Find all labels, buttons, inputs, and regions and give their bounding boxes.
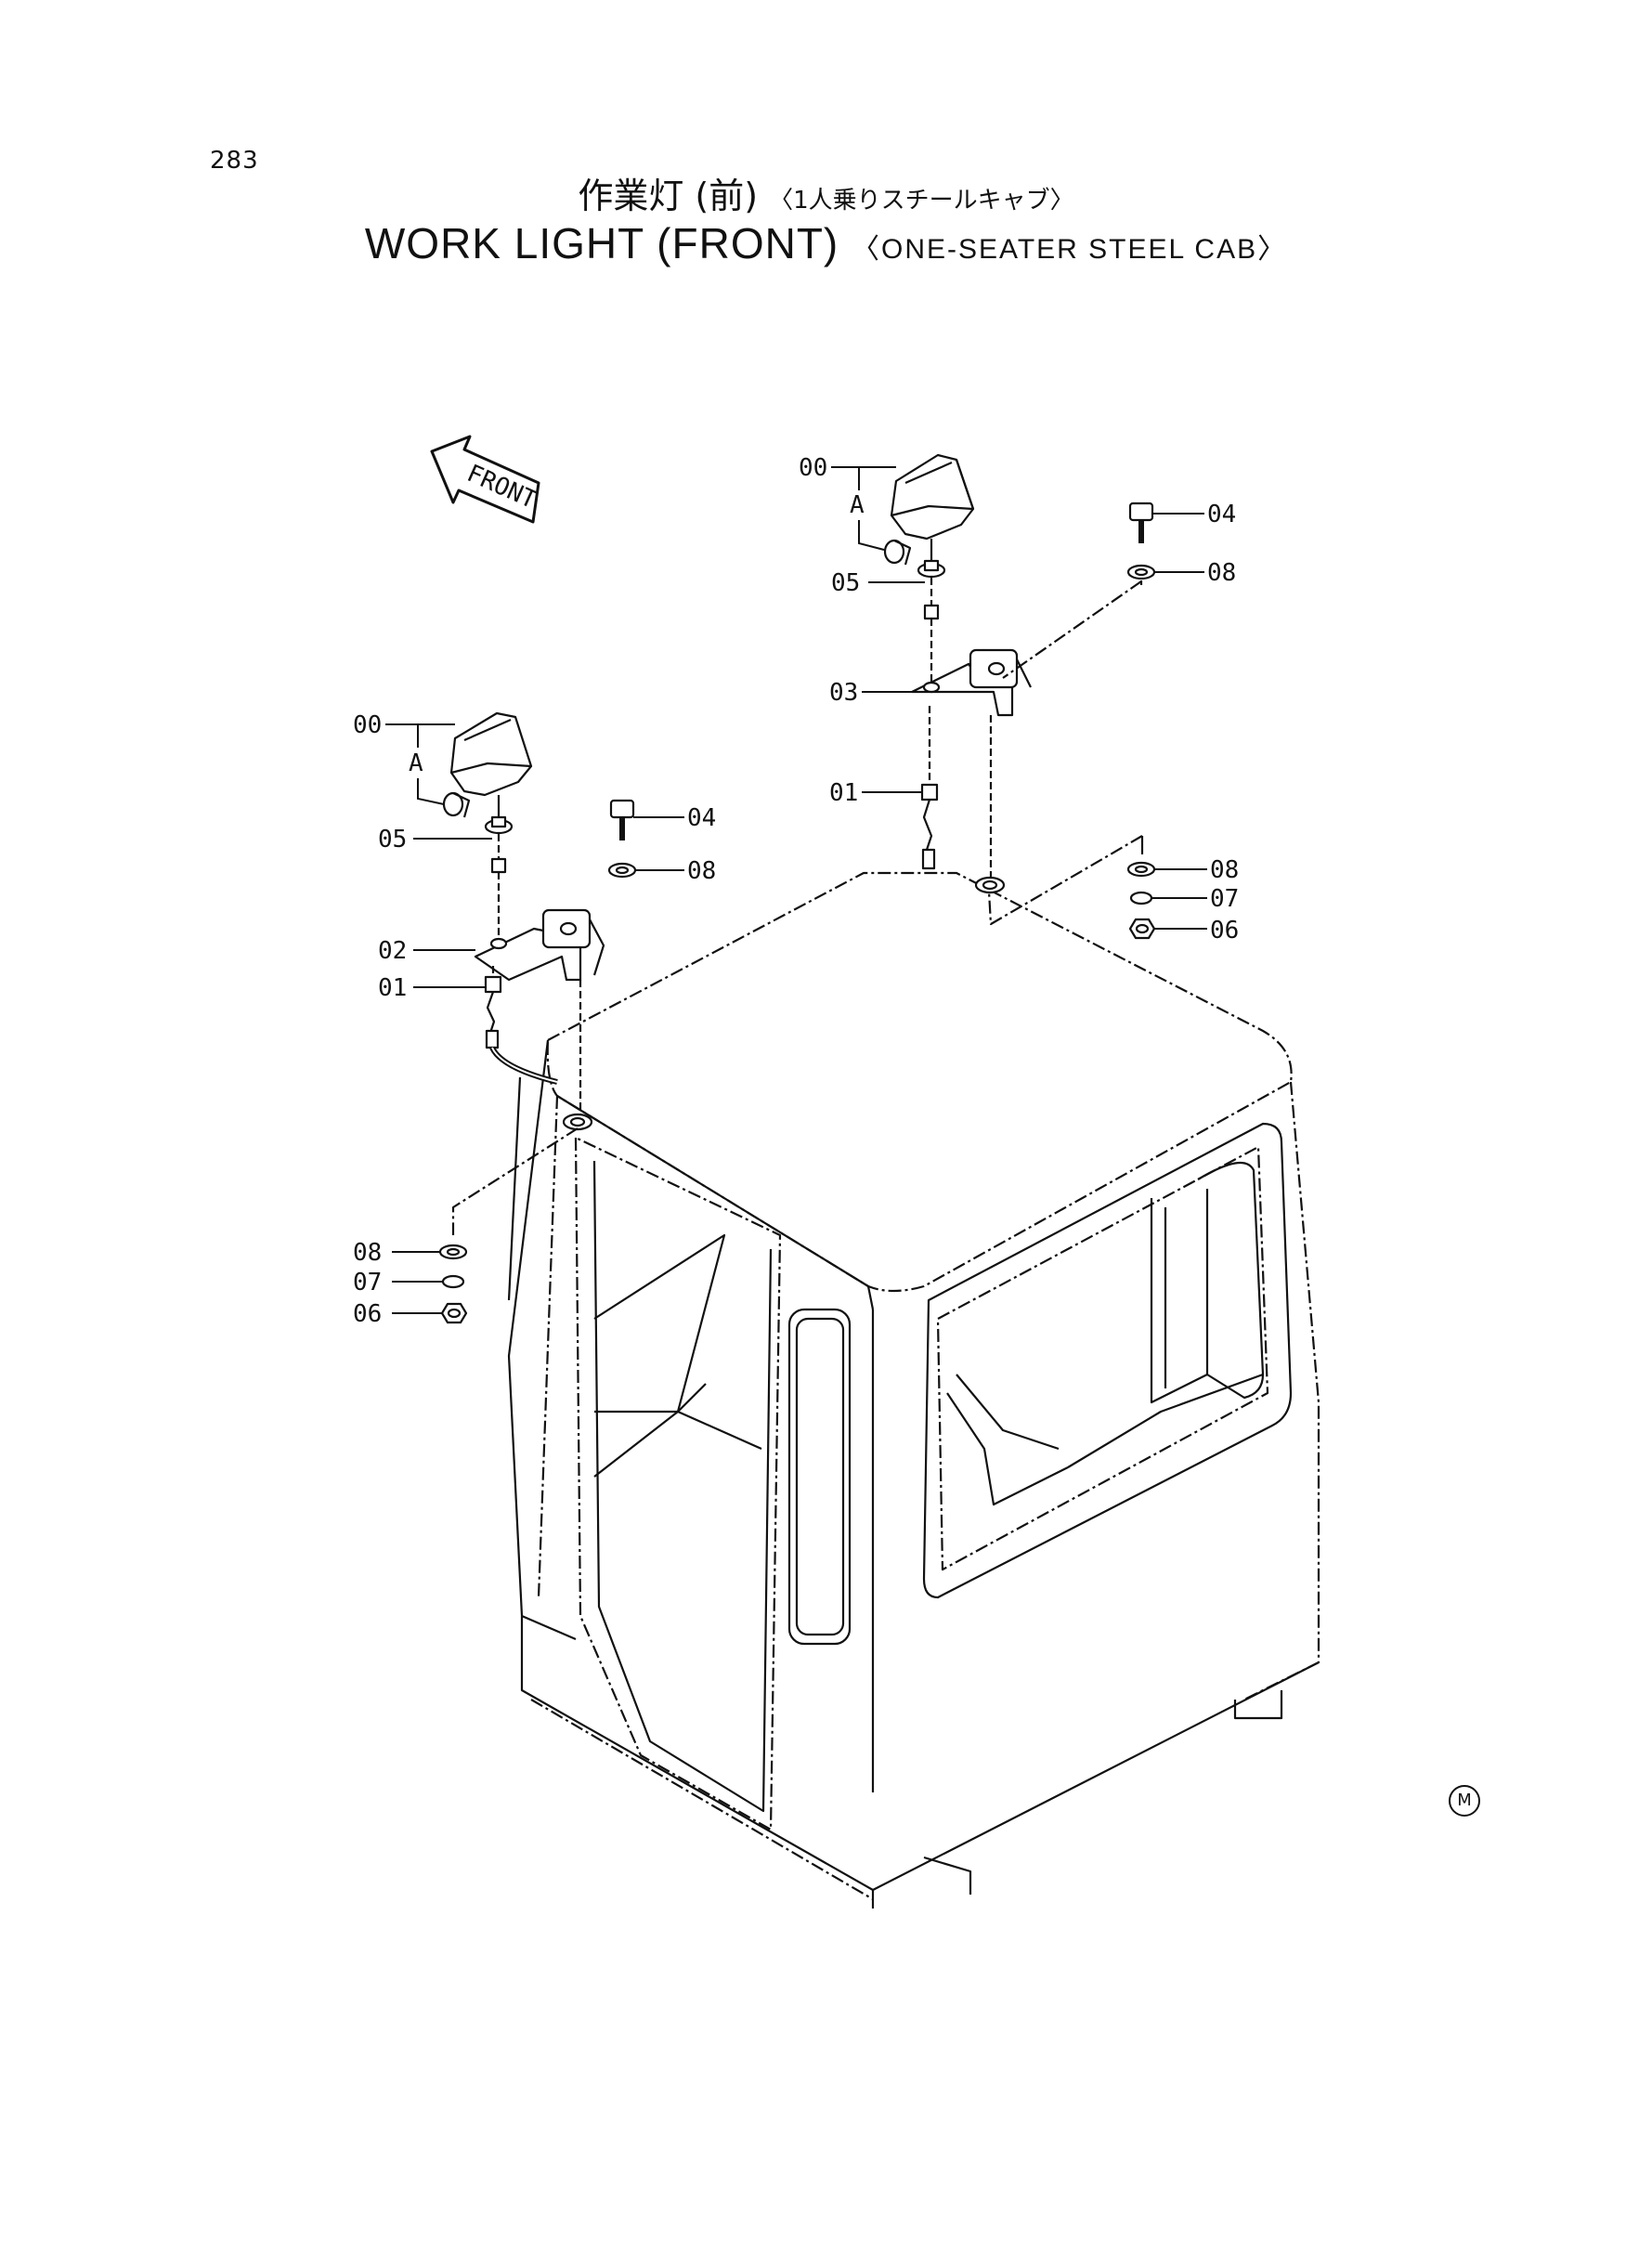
callout-00-left: 00 xyxy=(353,711,382,739)
title-en-subtitle: 〈ONE-SEATER STEEL CAB〉 xyxy=(852,234,1288,265)
callout-05-right: 05 xyxy=(831,569,860,597)
title-en-main: WORK LIGHT (FRONT) xyxy=(364,219,839,267)
callout-06-left: 06 xyxy=(353,1300,382,1328)
left-work-light-assembly xyxy=(438,711,637,1324)
callout-leaders xyxy=(385,466,1207,1314)
callout-00-right: 00 xyxy=(799,454,827,482)
callout-08-left-top: 08 xyxy=(687,857,716,885)
title-jp-main: 作業灯 (前) xyxy=(578,176,759,216)
callout-05-left: 05 xyxy=(378,826,407,853)
callout-08-left: 08 xyxy=(353,1239,382,1267)
callout-08-right-top: 08 xyxy=(1207,559,1236,587)
callout-numbers: 00 A 05 03 01 04 08 08 07 06 00 A 05 04 … xyxy=(353,454,1239,1328)
detail-a-right: A xyxy=(850,491,865,519)
front-direction-arrow: FRONT xyxy=(430,435,540,524)
right-bolt-04 xyxy=(1128,502,1154,522)
detail-a-left: A xyxy=(409,749,423,777)
callout-01-right: 01 xyxy=(829,779,858,807)
callout-07-right: 07 xyxy=(1210,885,1239,913)
callout-04-right: 04 xyxy=(1207,501,1236,528)
cab-body xyxy=(507,871,1320,1909)
right-work-light-assembly xyxy=(883,453,1156,940)
page-number: 283 xyxy=(210,147,259,175)
callout-02: 02 xyxy=(378,937,407,965)
callout-04-left: 04 xyxy=(687,804,716,832)
manual-mark-icon: M xyxy=(1449,1785,1480,1817)
right-work-light-lamp xyxy=(890,453,975,541)
left-harness-connector-01 xyxy=(484,975,502,994)
callout-07-left: 07 xyxy=(353,1269,382,1296)
callout-08-right: 08 xyxy=(1210,856,1239,884)
left-lock-washer-07 xyxy=(441,1274,465,1289)
left-bolt-04 xyxy=(609,799,635,819)
title-japanese: 作業灯 (前) 〈1人乗りスチールキャブ〉 xyxy=(0,167,1652,218)
title-jp-subtitle: 〈1人乗りスチールキャブ〉 xyxy=(769,187,1074,215)
callout-01-left: 01 xyxy=(378,974,407,1002)
right-lock-washer-07 xyxy=(1129,891,1153,905)
title-english: WORK LIGHT (FRONT) 〈ONE-SEATER STEEL CAB… xyxy=(0,218,1652,268)
left-work-light-lamp xyxy=(449,711,533,797)
right-harness-connector-01 xyxy=(920,783,939,801)
callout-06-right: 06 xyxy=(1210,917,1239,945)
callout-03: 03 xyxy=(829,679,858,707)
